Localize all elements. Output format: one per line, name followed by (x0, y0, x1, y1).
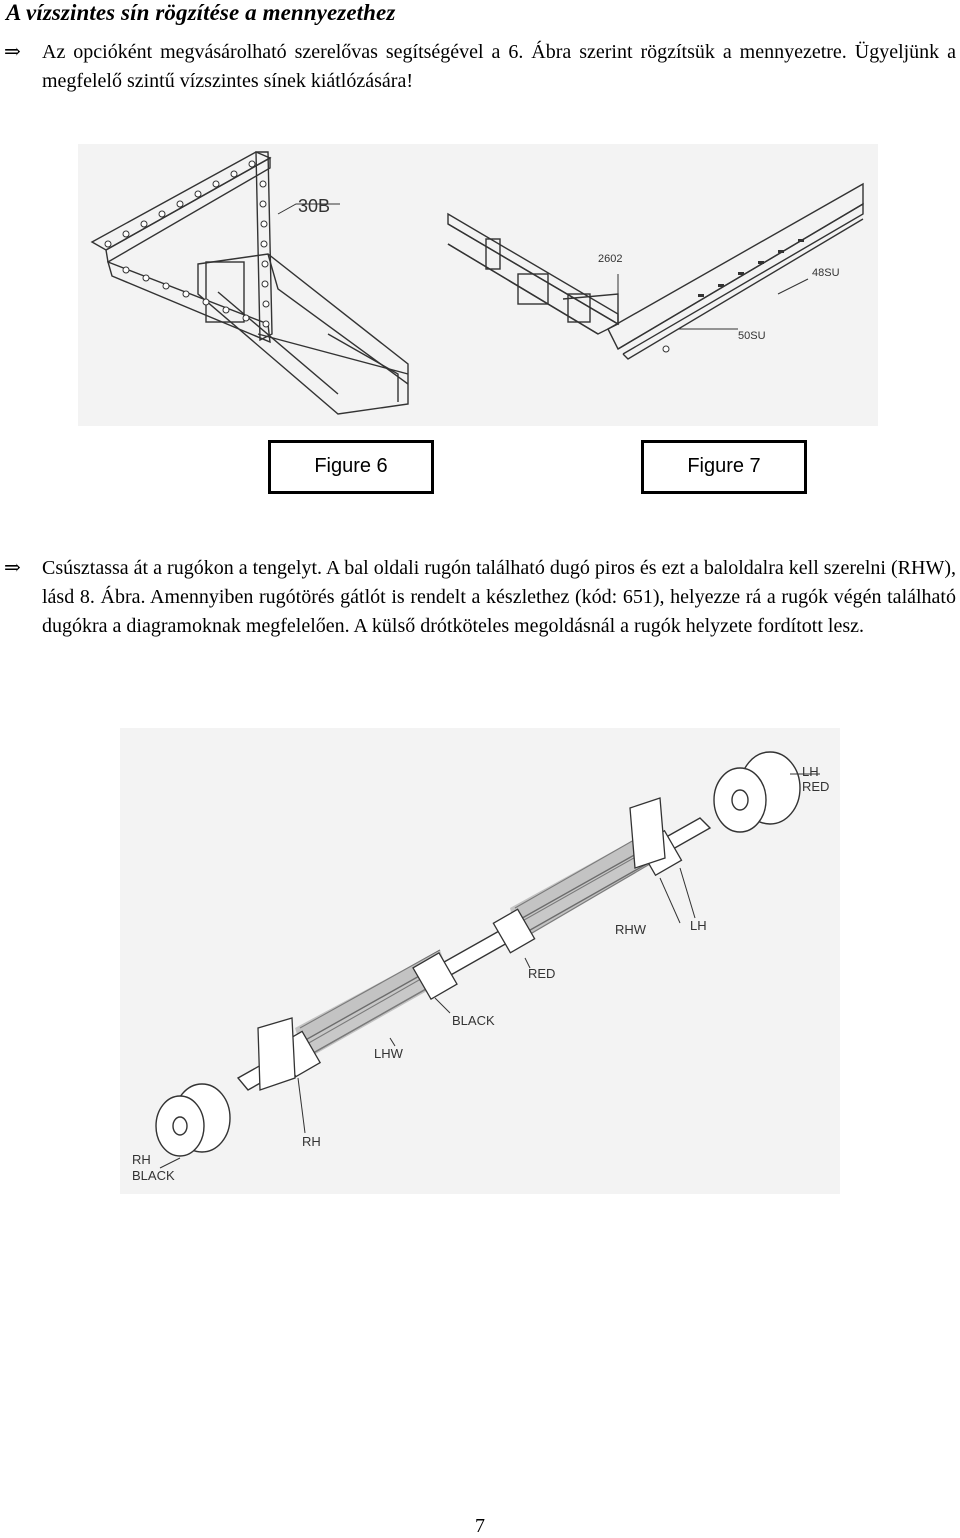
figure7-label-48su: 48SU (812, 267, 840, 279)
figure7-label-2602: 2602 (598, 253, 622, 265)
label-rh: RH (302, 1134, 321, 1149)
instruction-paragraph-2: ⇒ Csúsztassa át a rugókon a tengelyt. A … (4, 554, 956, 641)
figures-6-7: 30B 2602 48SU 50SU Figure 6 Figure 7 (78, 144, 878, 500)
label-red: RED (528, 966, 555, 981)
label-lhw: LHW (374, 1046, 404, 1061)
label-lh-red-2: RED (802, 779, 829, 794)
rail-bracket-drawing: 30B 2602 48SU 50SU (78, 144, 878, 426)
page-number: 7 (475, 1515, 485, 1537)
figure6-label-30b: 30B (298, 196, 330, 216)
label-rh-black-2: BLACK (132, 1168, 175, 1183)
label-rhw: RHW (615, 922, 647, 937)
figure7-caption: Figure 7 (641, 440, 807, 494)
label-lh-red-1: LH (802, 764, 819, 779)
instruction-paragraph-1: ⇒ Az opcióként megvásárolható szerelővas… (4, 38, 956, 96)
figure6-caption: Figure 6 (268, 440, 434, 494)
paragraph-text: Csúsztassa át a rugókon a tengelyt. A ba… (42, 557, 956, 637)
page-heading: A vízszintes sín rögzítése a mennyezethe… (6, 0, 396, 25)
figure-8-spring-assembly: LH RED RHW LH RED BLACK LHW RH RH BLACK (120, 728, 840, 1194)
label-rh-black-1: RH (132, 1152, 151, 1167)
label-lh: LH (690, 918, 707, 933)
label-black: BLACK (452, 1013, 495, 1028)
arrow-bullet-icon: ⇒ (4, 557, 21, 579)
arrow-bullet-icon: ⇒ (4, 41, 21, 63)
figure7-label-50su: 50SU (738, 330, 766, 342)
paragraph-text: Az opcióként megvásárolható szerelővas s… (42, 41, 956, 92)
spring-assembly-drawing: LH RED RHW LH RED BLACK LHW RH RH BLACK (120, 728, 840, 1194)
